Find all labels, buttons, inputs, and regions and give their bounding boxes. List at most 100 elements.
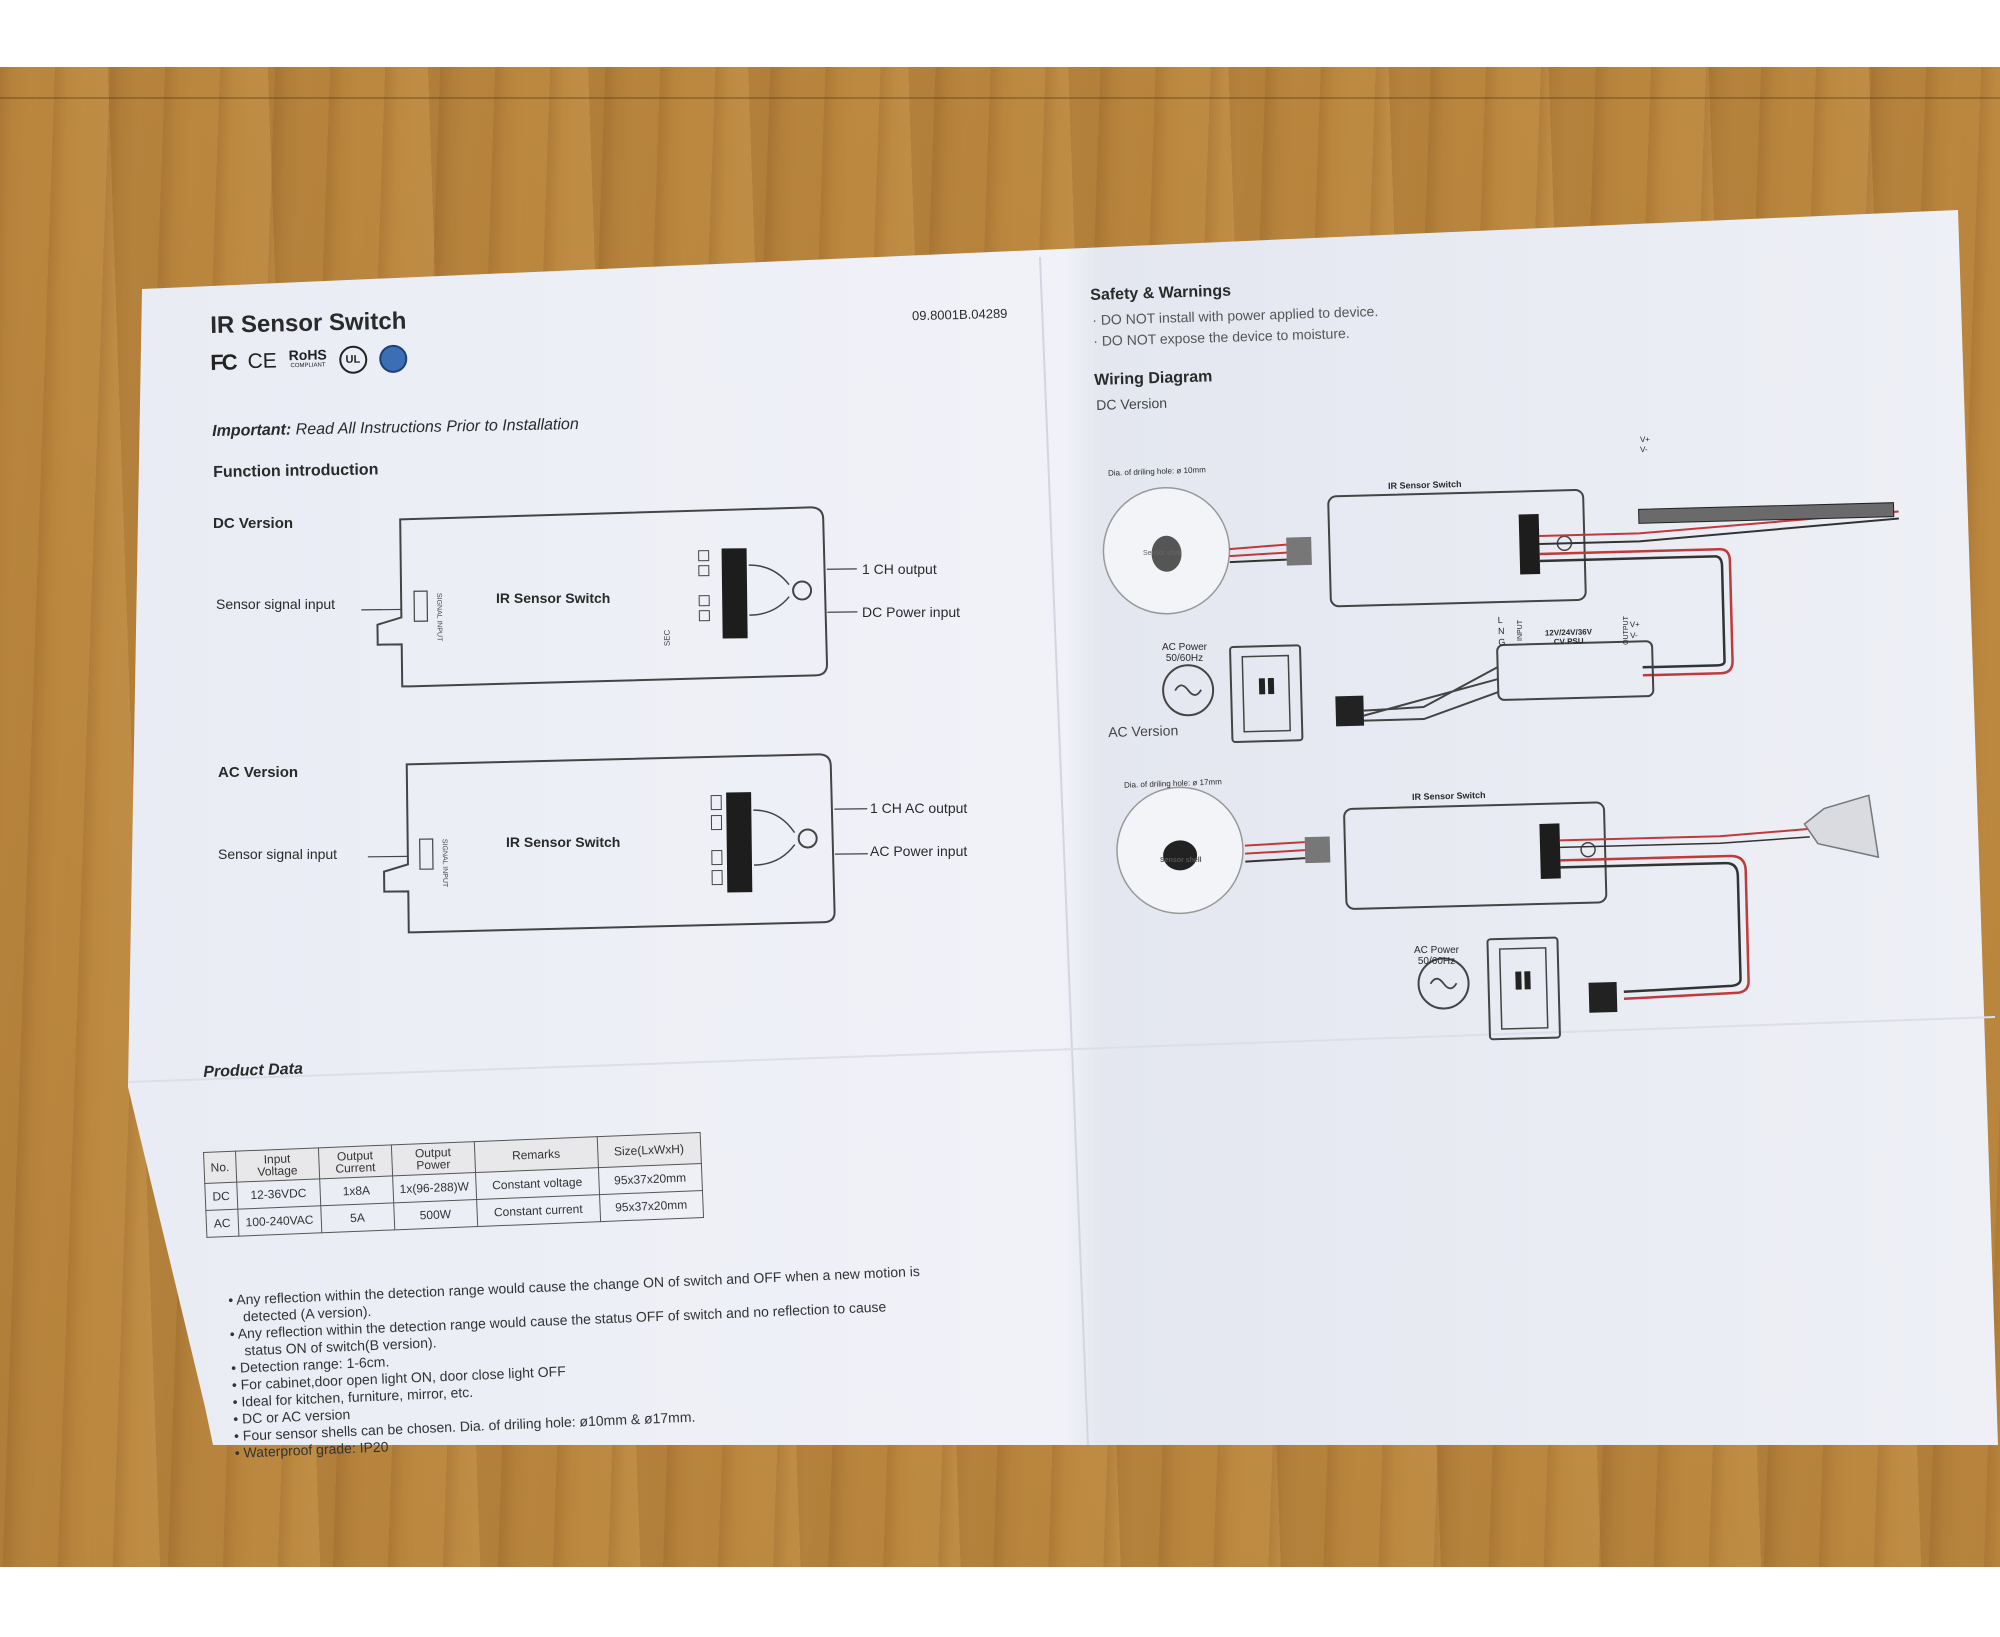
table-cell: 100-240VAC xyxy=(237,1205,322,1237)
dc-wiring-device-name: IR Sensor Switch xyxy=(1387,479,1462,491)
table-header-cell: Size(LxWxH) xyxy=(596,1132,702,1168)
ac-device-outline xyxy=(383,753,836,934)
ac-sensor-input-label: Sensor signal input xyxy=(218,846,338,862)
table-header-cell: Output Power xyxy=(391,1141,476,1176)
ac-wire-to-plug xyxy=(1560,854,1750,1001)
ac-pin-3 xyxy=(711,850,723,866)
important-lead: Important: xyxy=(212,421,292,440)
dc-device-outline xyxy=(376,506,828,688)
instruction-sheet: SIGNAL INPUT SEC SIGNAL INPUT xyxy=(0,67,2000,1567)
table-cell: 500W xyxy=(393,1199,478,1230)
dc-wiring-diagram xyxy=(1102,486,1899,743)
ac-mount-hole xyxy=(797,828,818,849)
table-cell: AC xyxy=(205,1209,239,1238)
ac-wire-to-lamp xyxy=(1559,827,1810,842)
psu-vminus-label: V- xyxy=(1630,630,1638,641)
ac-pin-4 xyxy=(711,870,723,886)
table-cell: 1x8A xyxy=(319,1175,394,1206)
table-header-cell: Output Current xyxy=(318,1144,393,1179)
table-header-cell: Remarks xyxy=(473,1136,599,1173)
dc-pin-3 xyxy=(698,595,710,607)
table-cell: 95x37x20mm xyxy=(599,1190,704,1222)
ac-terminal-block xyxy=(726,792,753,893)
dc-sensor-shell-label: Sensor shell xyxy=(1143,550,1182,557)
wiring-ac-label: AC Version xyxy=(1108,722,1179,740)
ac-trace xyxy=(753,809,796,866)
table-cell: 1x(96-288)W xyxy=(392,1172,477,1203)
ac-wiring-device xyxy=(1343,801,1608,910)
dc-sensor-connector xyxy=(1286,536,1312,566)
certification-seal-icon xyxy=(378,344,408,374)
dc-trace xyxy=(748,564,790,616)
dc-output-label: 1 CH output xyxy=(862,561,937,577)
wiring-heading: Wiring Diagram xyxy=(1094,368,1213,389)
table-cell: Constant current xyxy=(476,1194,601,1227)
ac-wiring-device-name: IR Sensor Switch xyxy=(1411,790,1486,802)
ac-sensor-head xyxy=(1163,840,1198,871)
dc-device-drawing: SIGNAL INPUT SEC xyxy=(361,506,858,688)
dc-pin-2 xyxy=(698,565,710,577)
dc-signal-text: SIGNAL INPUT xyxy=(435,593,443,642)
dc-wall-outlet xyxy=(1229,644,1304,743)
ac-output-label: 1 CH AC output xyxy=(870,800,968,816)
dc-pin-1 xyxy=(698,550,710,562)
psu-l-label: L xyxy=(1497,614,1503,626)
dc-sensor-head xyxy=(1151,535,1182,572)
dc-psu-label: 12V/24V/36V CV PSU xyxy=(1545,627,1593,646)
ac-signal-connector xyxy=(419,838,434,870)
dc-ac-power-label: AC Power 50/60Hz xyxy=(1162,642,1207,664)
dc-ac-freq-text: 50/60Hz xyxy=(1165,653,1204,664)
dc-psu-inputs: L N G xyxy=(1498,615,1506,648)
dc-psu-outputs: V+ V- xyxy=(1630,619,1641,641)
fcc-logo: FC xyxy=(210,349,236,375)
dc-plug xyxy=(1335,695,1365,727)
dc-device-name: IR Sensor Switch xyxy=(496,590,611,606)
dc-pin-4 xyxy=(698,610,710,622)
ac-power-label: AC Power input xyxy=(870,843,968,859)
ac-plug xyxy=(1588,981,1618,1013)
rohs-logo: RoHS COMPLIANT xyxy=(288,346,328,372)
ac-sensor-shell-label: Sensor shell xyxy=(1160,857,1202,864)
table-header-cell: No. xyxy=(203,1151,237,1184)
paper-sheet: SIGNAL INPUT SEC SIGNAL INPUT xyxy=(127,210,1998,1446)
feature-notes: • Any reflection within the detection ra… xyxy=(228,1263,927,1462)
psu-vplus-label: V+ xyxy=(1629,619,1640,630)
wiring-dc-label: DC Version xyxy=(1096,394,1168,413)
ce-logo: CE xyxy=(247,349,278,374)
dc-psu-input-label: INPUT xyxy=(1517,620,1524,641)
ac-version-label: AC Version xyxy=(218,764,299,781)
dc-ac-power-text: AC Power xyxy=(1162,642,1208,653)
ac-ac-freq-text: 50/60Hz xyxy=(1417,956,1456,967)
ac-pin-2 xyxy=(710,815,723,831)
dc-psu xyxy=(1496,640,1655,701)
paper-fold-horizontal xyxy=(127,1016,1996,1083)
ac-wall-outlet xyxy=(1486,936,1561,1041)
psu-type-text: CV PSU xyxy=(1553,636,1584,647)
ac-ac-power-label: AC Power 50/60Hz xyxy=(1414,945,1459,967)
function-intro-heading: Function introduction xyxy=(213,461,379,481)
ac-wiring-terminals xyxy=(1539,823,1561,879)
table-cell: DC xyxy=(204,1182,238,1211)
table-cell: 12-36VDC xyxy=(236,1178,321,1210)
ac-ac-power-symbol xyxy=(1417,957,1470,1010)
ac-signal-text: SIGNAL INPUT xyxy=(441,839,449,888)
dc-power-label: DC Power input xyxy=(862,604,961,620)
mr16-lamp xyxy=(1803,794,1880,859)
led-strip xyxy=(1638,502,1895,524)
wood-seam xyxy=(0,97,2000,99)
doc-code: 09.8001B.04289 xyxy=(911,305,1008,324)
certification-logos: FC CE RoHS COMPLIANT UL xyxy=(210,344,408,377)
product-data-heading: Product Data xyxy=(203,1060,304,1081)
ac-wiring-diagram xyxy=(1116,786,1880,1041)
dc-wiring-device xyxy=(1327,489,1587,608)
rohs-subtext: COMPLIANT xyxy=(290,362,326,370)
dc-wire-to-psu xyxy=(1539,547,1734,677)
psu-g-label: G xyxy=(1498,636,1506,648)
dc-signal-connector xyxy=(413,590,429,622)
dc-terminal-block xyxy=(721,548,748,639)
table-cell: 95x37x20mm xyxy=(598,1163,703,1195)
ac-device-drawing: SIGNAL INPUT xyxy=(367,753,868,934)
dc-ac-power-symbol xyxy=(1162,664,1215,717)
ac-pin-1 xyxy=(710,795,722,811)
ul-logo: UL xyxy=(338,345,368,375)
